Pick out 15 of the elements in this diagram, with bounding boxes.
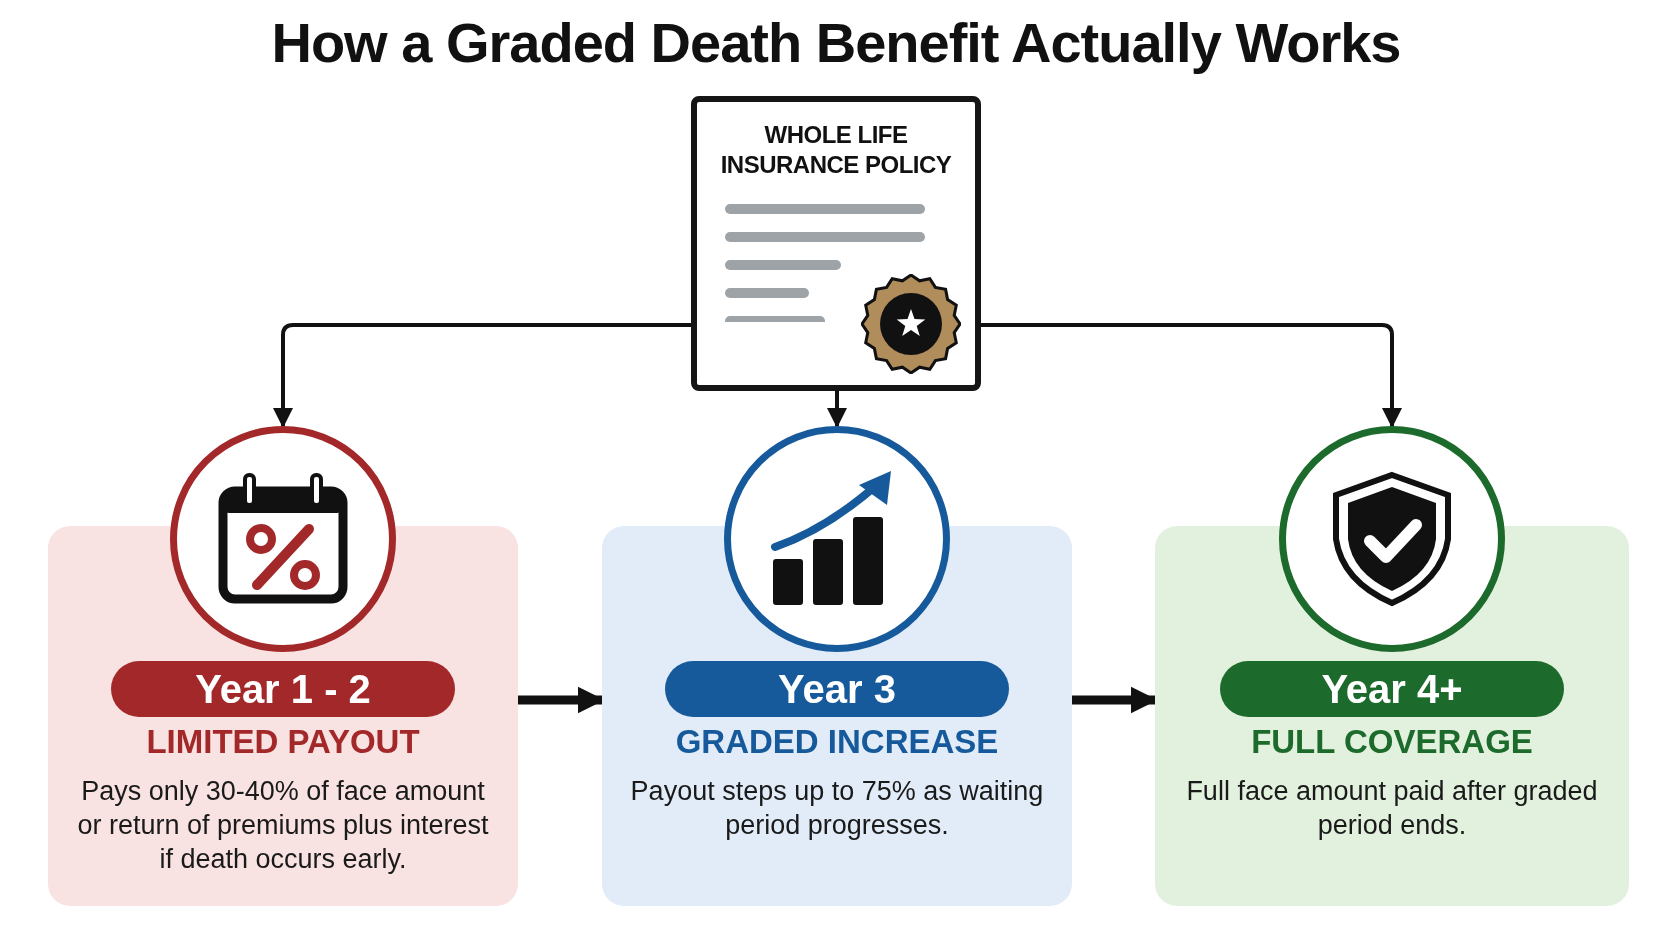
stage-description: Payout steps up to 75% as waiting period progresses. xyxy=(629,775,1045,842)
period-badge: Year 1 - 2 xyxy=(111,661,455,717)
stage-heading: GRADED INCREASE xyxy=(674,722,1000,762)
stage-heading: FULL COVERAGE xyxy=(1250,722,1534,762)
policy-document xyxy=(691,96,981,391)
arrow xyxy=(827,391,847,428)
arrow xyxy=(981,323,1402,428)
stage-heading: LIMITED PAYOUT xyxy=(145,722,421,762)
stage-description: Full face amount paid after graded period ends. xyxy=(1185,775,1599,842)
title: How a Graded Death Benefit Actually Works xyxy=(270,10,1402,75)
document-title: WHOLE LIFE INSURANCE POLICY xyxy=(719,120,953,180)
period-badge: Year 3 xyxy=(665,661,1009,717)
arrow xyxy=(273,323,691,428)
stage-description: Pays only 30-40% of face amount or return of premiums plus interest if death occurs early. xyxy=(76,775,490,876)
period-badge: Year 4+ xyxy=(1220,661,1564,717)
